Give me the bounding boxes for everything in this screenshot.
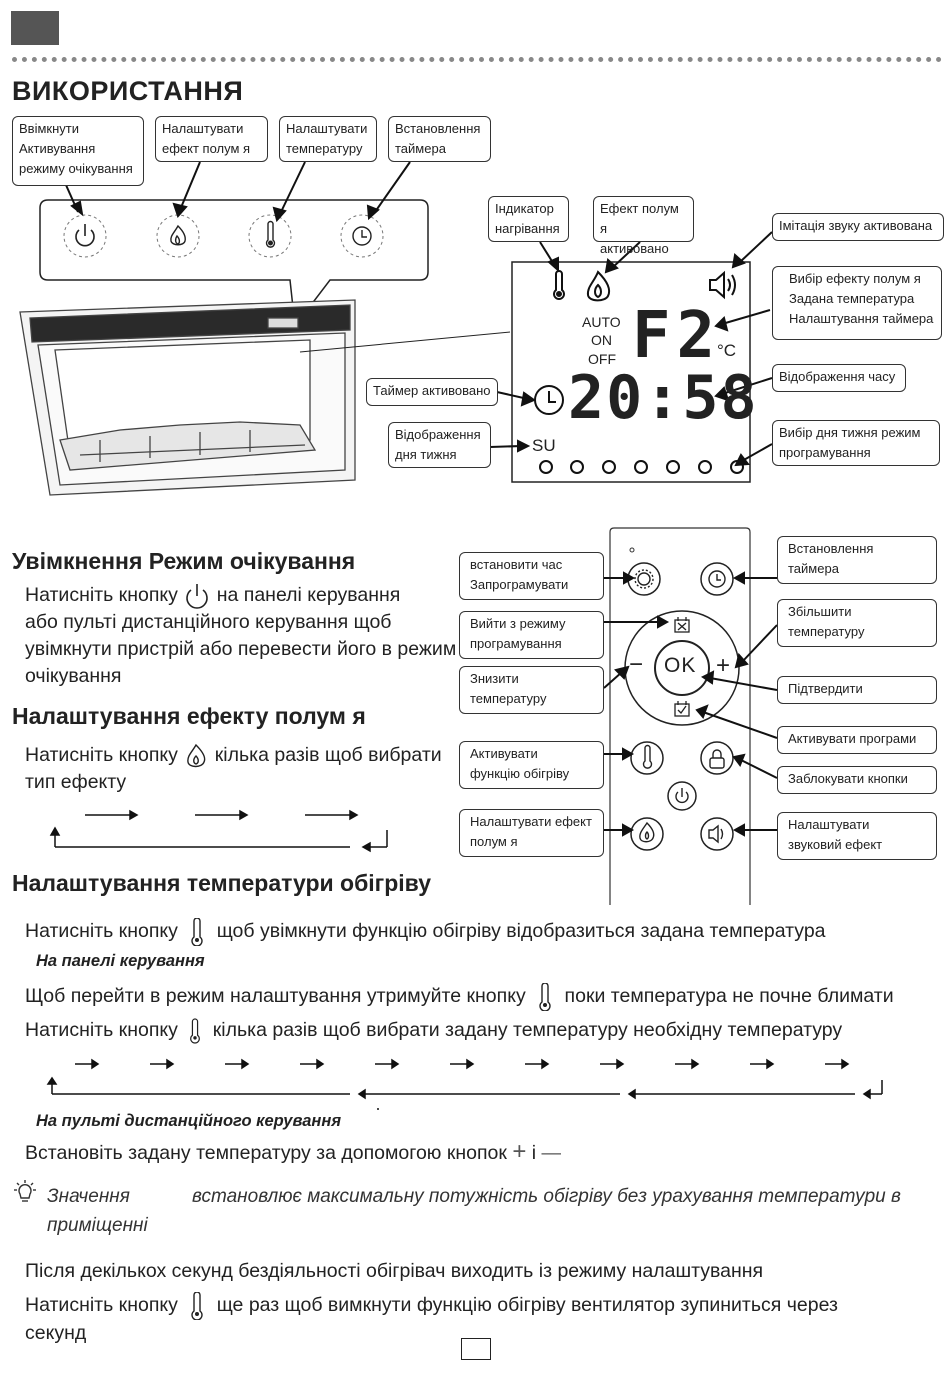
thermometer-icon bbox=[191, 918, 203, 946]
gear-icon bbox=[634, 569, 654, 589]
lcd-day-dots bbox=[539, 460, 744, 474]
lcd-day: SU bbox=[532, 436, 556, 455]
remote-flame-icon bbox=[639, 821, 655, 843]
temp-line3: Натисніть кнопку кілька разів щоб вибрат… bbox=[25, 1017, 842, 1045]
remote-arrows bbox=[603, 571, 778, 837]
section-tab bbox=[11, 11, 59, 45]
thermometer-icon bbox=[190, 1018, 201, 1044]
temp-line4: Встановіть задану температуру за допомог… bbox=[25, 1138, 562, 1165]
lock-icon bbox=[709, 749, 725, 769]
lcd-mode-off: OFF bbox=[588, 351, 616, 367]
tip-text: встановлює максимальну потужність обігрі… bbox=[192, 1186, 901, 1207]
remote-plus-button[interactable]: + bbox=[716, 652, 731, 679]
temp-line1: Натисніть кнопку щоб увімкнути функцію о… bbox=[25, 918, 826, 946]
power-icon bbox=[186, 583, 209, 609]
prog-exit-icon bbox=[674, 617, 690, 633]
lcd-mode-auto: AUTO bbox=[582, 314, 621, 330]
label-timer-active: Таймер активовано bbox=[366, 378, 498, 406]
timer-clock-icon bbox=[708, 570, 726, 588]
remote-label-activate-prog: Активувати програми bbox=[777, 726, 937, 754]
panel-note: На панелі керування bbox=[36, 952, 205, 970]
lcd-display bbox=[511, 261, 751, 483]
remote-minus-button[interactable]: − bbox=[629, 651, 644, 678]
heading-standby: Увімкнення Режим очікування bbox=[12, 548, 356, 574]
lcd-flame-icon bbox=[586, 270, 611, 302]
tip-label: Значення bbox=[47, 1186, 130, 1207]
lcd-speaker-icon bbox=[709, 270, 736, 300]
tip-text-2: приміщенні bbox=[47, 1215, 148, 1236]
clock-icon bbox=[352, 226, 372, 246]
lightbulb-icon bbox=[14, 1180, 36, 1202]
remote-power-icon bbox=[675, 788, 689, 804]
remote-ok-button[interactable]: OK bbox=[664, 654, 697, 677]
temp-line5: Після декількох секунд бездіяльності обі… bbox=[25, 1260, 764, 1282]
flame-icon bbox=[170, 224, 186, 246]
remote-note: На пульті дистанційного керування bbox=[36, 1112, 342, 1130]
heading-flame: Налаштування ефекту полум я bbox=[12, 703, 366, 729]
thermometer-icon bbox=[539, 983, 551, 1011]
lcd-time: 20:58 bbox=[568, 363, 759, 433]
temp-line2: Щоб перейти в режим налаштування утримуй… bbox=[25, 983, 894, 1011]
remote-speaker-icon bbox=[708, 824, 724, 844]
flame-text: Натисніть кнопку кілька разів щоб вибрат… bbox=[25, 743, 442, 793]
flame-icon bbox=[187, 743, 206, 768]
lcd-unit: °C bbox=[717, 341, 737, 360]
lcd-setting: F2 bbox=[632, 299, 722, 373]
remote-label-lock: Заблокувати кнопки bbox=[777, 766, 937, 794]
dotted-divider bbox=[12, 57, 942, 62]
prog-activate-icon bbox=[674, 701, 690, 717]
remote-label-confirm: Підтвердити bbox=[777, 676, 937, 704]
page-title: ВИКОРИСТАННЯ bbox=[12, 76, 244, 106]
page-number-box bbox=[461, 1338, 491, 1360]
label-sound-active: Імітація звуку активована bbox=[772, 213, 944, 241]
heading-temperature: Налаштування температури обігріву bbox=[12, 870, 432, 896]
heat-thermometer-icon bbox=[642, 744, 653, 769]
thermometer-icon bbox=[191, 1292, 203, 1320]
label-time-display: Відображення часу bbox=[772, 364, 906, 392]
temp-cycle-arrows bbox=[46, 1058, 883, 1110]
top-diagram bbox=[19, 161, 773, 496]
flame-cycle-arrows bbox=[49, 809, 388, 853]
temp-line6: Натисніть кнопку ще раз щоб вимкнути фун… bbox=[25, 1292, 838, 1347]
fireplace-illustration bbox=[19, 299, 356, 496]
standby-text: Натисніть кнопку на панелі керування або… bbox=[25, 583, 457, 687]
power-icon bbox=[75, 224, 95, 247]
lcd-mode-on: ON bbox=[591, 332, 612, 348]
thermometer-icon bbox=[265, 220, 276, 248]
